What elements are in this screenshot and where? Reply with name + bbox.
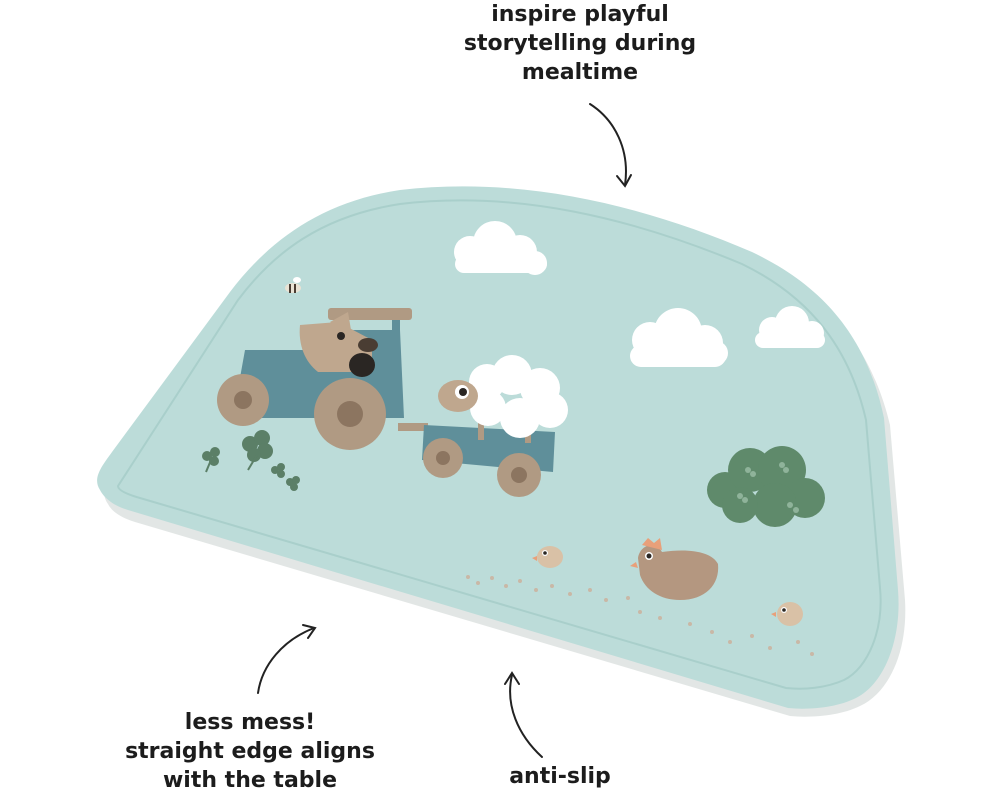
clover-icon	[271, 463, 300, 491]
clover-icon	[242, 430, 273, 471]
callout-straight-edge-line-2: straight edge aligns	[125, 739, 375, 764]
arrow-top-icon	[589, 103, 632, 188]
arrow-bottom-icon	[504, 671, 543, 758]
callout-anti-slip: anti-slip	[470, 762, 650, 791]
callout-anti-slip-line-1: anti-slip	[509, 764, 611, 789]
callout-storytelling-line-3: mealtime	[521, 60, 639, 85]
callout-straight-edge-line-3: with the table	[162, 768, 338, 793]
cloud-icon	[454, 221, 547, 275]
cloud-icon	[630, 308, 728, 367]
sheep-icon	[438, 355, 568, 443]
callout-straight-edge: less mess! straight edge aligns with the…	[100, 708, 400, 795]
dog-icon	[299, 312, 378, 377]
callout-straight-edge-line-1: less mess!	[184, 710, 316, 735]
bee-icon	[285, 277, 301, 293]
chick-icon	[532, 546, 563, 568]
cloud-icon	[755, 306, 825, 348]
callout-storytelling-line-2: storytelling during	[463, 31, 697, 56]
callout-storytelling-line-1: inspire playful	[491, 2, 669, 27]
clover-icon	[202, 447, 220, 473]
seeds	[466, 575, 814, 656]
chick-icon	[771, 602, 803, 626]
hen-icon	[630, 538, 719, 600]
arrow-left-icon	[257, 624, 317, 694]
bush-icon	[707, 446, 825, 527]
callout-storytelling: inspire playful storytelling during meal…	[420, 0, 740, 87]
